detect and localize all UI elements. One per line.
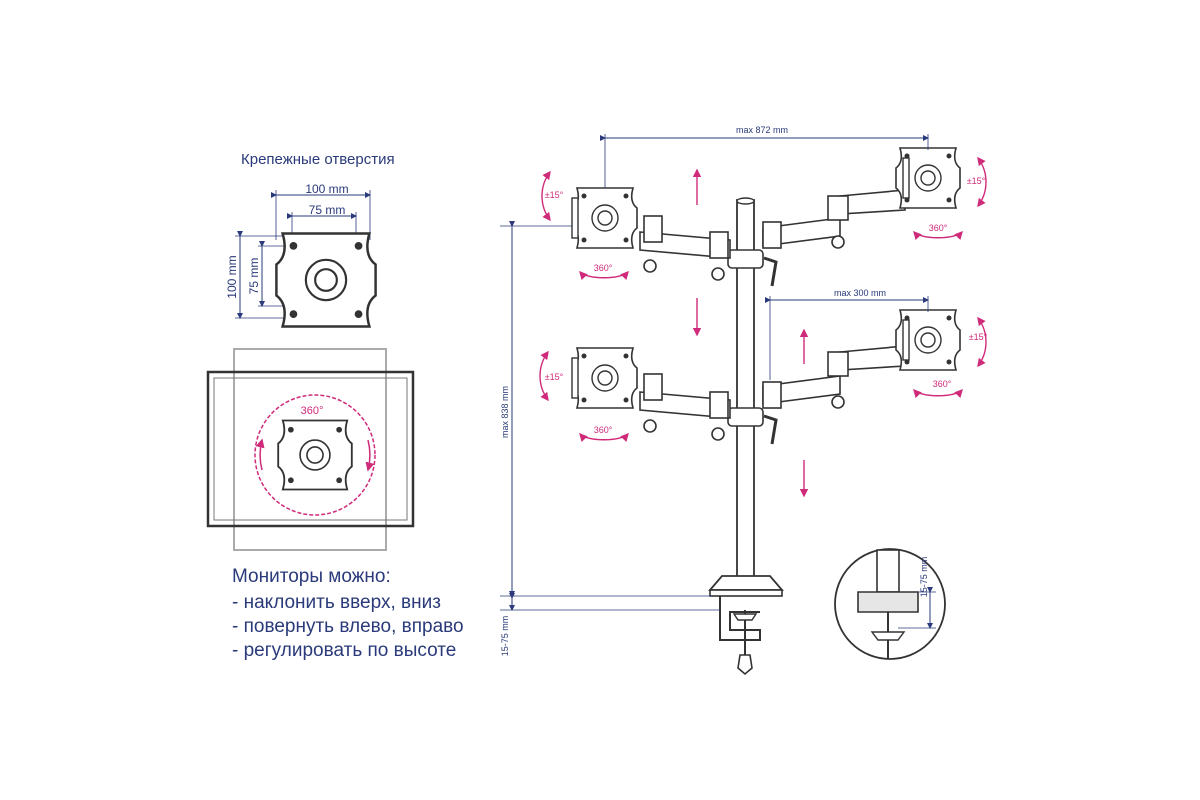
mounting-holes-title: Крепежные отверстия <box>241 151 395 168</box>
rotation-circle <box>254 394 376 516</box>
swivel-label-top-right: 360° <box>929 223 948 233</box>
clamp-range-label: 15-75 mm <box>500 616 510 657</box>
dim-100mm-vertical: 100 mm <box>225 255 239 298</box>
max-width-label: max 872 mm <box>736 125 788 135</box>
tilt-label-bottom-left: ±15° <box>545 372 564 382</box>
monitor-plate-bottom-left <box>572 347 638 409</box>
rotation-demo <box>206 348 415 551</box>
dim-75mm-horizontal: 75 mm <box>309 203 346 217</box>
feature-tilt: - наклонить вверх, вниз <box>232 592 441 613</box>
swivel-label-bottom-left: 360° <box>594 425 613 435</box>
features-title: Мониторы можно: <box>232 566 391 587</box>
tilt-label-top-right: ±15° <box>967 176 986 186</box>
feature-height: - регулировать по высоте <box>232 640 457 661</box>
swivel-label-top-left: 360° <box>594 263 613 273</box>
tilt-label-bottom-right: ±15° <box>969 332 988 342</box>
rotation-angle-label: 360° <box>301 405 324 417</box>
max-height-label: max 838 mm <box>500 386 510 438</box>
tilt-label-top-left: ±15° <box>545 190 564 200</box>
swivel-label-bottom-right: 360° <box>933 379 952 389</box>
dim-100mm-horizontal: 100 mm <box>305 182 348 196</box>
stand-dimensions <box>500 134 929 611</box>
clamp-detail <box>834 548 946 660</box>
desk-mount-stand <box>571 147 961 676</box>
dim-75mm-vertical: 75 mm <box>247 258 261 295</box>
vesa-plate-drawing <box>235 190 377 328</box>
arm-reach-label: max 300 mm <box>834 288 886 298</box>
detail-clamp-range-label: 15-75 mm <box>919 557 929 598</box>
feature-swivel: - повернуть влево, вправо <box>232 616 464 637</box>
monitor-plate-top-left <box>572 187 638 249</box>
motion-indicators <box>539 156 987 498</box>
